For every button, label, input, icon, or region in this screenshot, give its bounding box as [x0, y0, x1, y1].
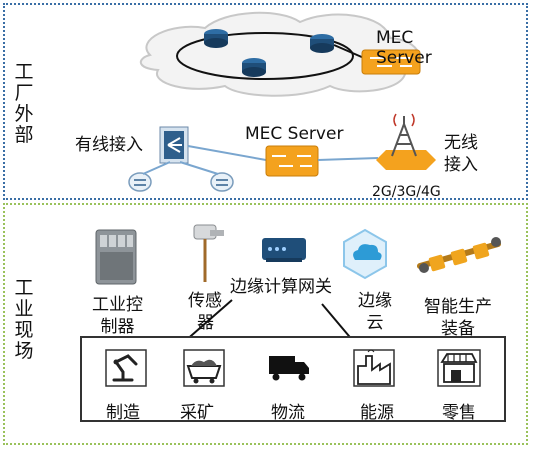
mine-cart-icon	[183, 349, 225, 387]
sensor-label: 传感 器	[188, 291, 222, 333]
store-icon	[437, 349, 481, 387]
sensor-icon	[193, 224, 224, 282]
access-switch-icon	[159, 126, 189, 164]
router-icon	[204, 29, 228, 48]
industry-label: 制造	[106, 403, 140, 423]
edge-cloud-icon	[343, 228, 387, 280]
edge-gateway-label: 边缘计算网关	[230, 277, 332, 297]
smart-equipment-label: 智能生产 装备	[424, 297, 492, 339]
industrial-controller-icon	[95, 229, 137, 285]
router-icon	[242, 58, 266, 77]
robot-arm-icon	[105, 349, 147, 387]
cell-tower-icon	[376, 113, 436, 170]
terminal-icon	[128, 172, 152, 192]
mec-server-label: MEC Server	[245, 124, 344, 144]
outside-region-label: 工厂外部	[14, 61, 34, 146]
smart-equipment-icon	[417, 237, 501, 273]
factory-icon	[353, 349, 395, 387]
terminal-icon	[210, 172, 234, 192]
mec-server-icon	[361, 49, 421, 75]
field-region-label: 工业现场	[14, 277, 34, 362]
industry-label: 能源	[360, 403, 394, 423]
edge-gateway-icon	[262, 238, 306, 262]
controller-label: 工业控 制器	[92, 295, 143, 337]
truck-icon	[266, 350, 312, 384]
wired-access-label: 有线接入	[75, 135, 143, 155]
industry-label: 物流	[271, 403, 305, 423]
industrial-field-region	[3, 203, 528, 445]
router-icon	[310, 34, 334, 53]
mec-server-cloud-label: MEC Server	[376, 28, 432, 68]
wireless-access-label: 无线 接入	[444, 133, 478, 175]
industry-label: 采矿	[180, 403, 214, 423]
mec-server-icon	[265, 145, 319, 177]
factory-outside-region	[3, 3, 528, 200]
industry-label: 零售	[442, 403, 476, 423]
wireless-tech-label: 2G/3G/4G	[372, 184, 441, 200]
edge-cloud-label: 边缘 云	[358, 291, 392, 333]
